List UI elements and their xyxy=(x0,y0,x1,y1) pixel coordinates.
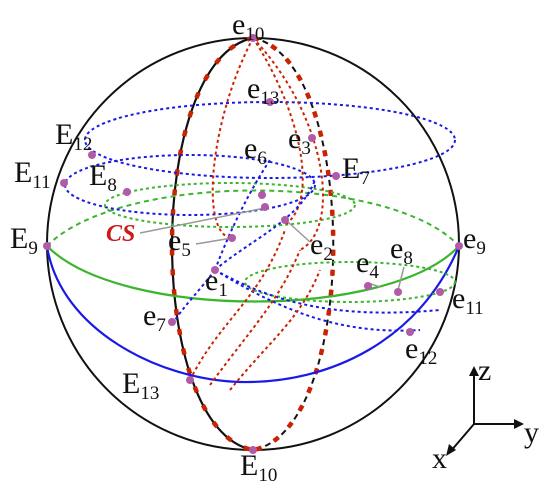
label-e11: e11 xyxy=(452,282,484,319)
point-E12 xyxy=(88,151,96,159)
meridian-front-marks xyxy=(169,35,254,453)
point-E11 xyxy=(60,179,68,187)
point-e12 xyxy=(406,328,414,336)
red-loop-1 xyxy=(211,37,254,239)
label-e9: e9 xyxy=(463,222,486,259)
label-cs: CS xyxy=(106,221,135,247)
cs-leader xyxy=(139,207,266,234)
green-loop-upper xyxy=(104,182,356,228)
axis-x-line xyxy=(449,423,475,453)
red-loop-4 xyxy=(189,229,286,381)
point-e10-top xyxy=(249,34,257,42)
label-e12: e12 xyxy=(405,332,437,369)
point-e8 xyxy=(394,288,402,296)
red-loop-2 xyxy=(252,37,304,226)
point-cs xyxy=(261,203,269,211)
label-e1: e1 xyxy=(205,264,228,301)
point-e2 xyxy=(281,216,289,224)
meridian-back-marks xyxy=(252,35,336,453)
axis-x-label: x xyxy=(432,442,447,475)
label-e7: e7 xyxy=(143,299,166,336)
point-E8 xyxy=(123,188,131,196)
point-e11 xyxy=(436,288,444,296)
blue-loop-lower-2 xyxy=(214,269,421,332)
axis-z-label: z xyxy=(478,354,491,387)
blue-traj-3 xyxy=(174,269,216,321)
equator-back xyxy=(46,189,460,247)
upper-latitude-loop xyxy=(84,101,456,179)
label-E9: E9 xyxy=(10,222,38,259)
e8-leader xyxy=(397,266,405,291)
green-loop-lower xyxy=(244,261,456,303)
point-e1 xyxy=(211,266,219,274)
label-e4: e4 xyxy=(356,246,379,283)
lower-latitude-front xyxy=(45,245,461,384)
red-loop-6 xyxy=(229,269,321,391)
equilibrium-points xyxy=(43,34,463,454)
label-E7: E7 xyxy=(342,152,370,189)
point-e13 xyxy=(266,98,274,106)
label-E12: E12 xyxy=(55,118,92,155)
label-E8: E8 xyxy=(89,159,117,196)
blue-traj-2 xyxy=(214,179,316,271)
e5-leader xyxy=(195,237,233,245)
equator-front xyxy=(46,245,460,303)
label-e10-top: e10 xyxy=(232,8,264,45)
point-e5 xyxy=(228,234,236,242)
red-loop-5 xyxy=(209,249,301,386)
point-E7 xyxy=(332,172,340,180)
label-e2: e2 xyxy=(310,228,333,265)
point-E9 xyxy=(43,242,51,250)
point-e4 xyxy=(364,282,372,290)
blue-loop-lower xyxy=(214,269,441,314)
point-E13 xyxy=(186,376,194,384)
point-E10-bottom xyxy=(249,446,257,454)
label-e5: e5 xyxy=(168,224,191,261)
label-e6: e6 xyxy=(244,132,267,169)
point-e7 xyxy=(168,318,176,326)
label-E11: E11 xyxy=(14,156,51,193)
label-e3: e3 xyxy=(288,122,311,159)
coordinate-axes xyxy=(446,366,524,456)
blue-traj-1 xyxy=(214,159,271,271)
point-e9 xyxy=(455,242,463,250)
e2-leader xyxy=(287,221,311,243)
label-E10-bottom: E10 xyxy=(240,449,277,486)
label-e8: e8 xyxy=(390,232,413,269)
point-e3 xyxy=(308,134,316,142)
axis-y-label: y xyxy=(524,416,539,449)
label-e13: e13 xyxy=(247,72,279,109)
point-e6 xyxy=(258,191,266,199)
label-E13: E13 xyxy=(122,367,159,404)
